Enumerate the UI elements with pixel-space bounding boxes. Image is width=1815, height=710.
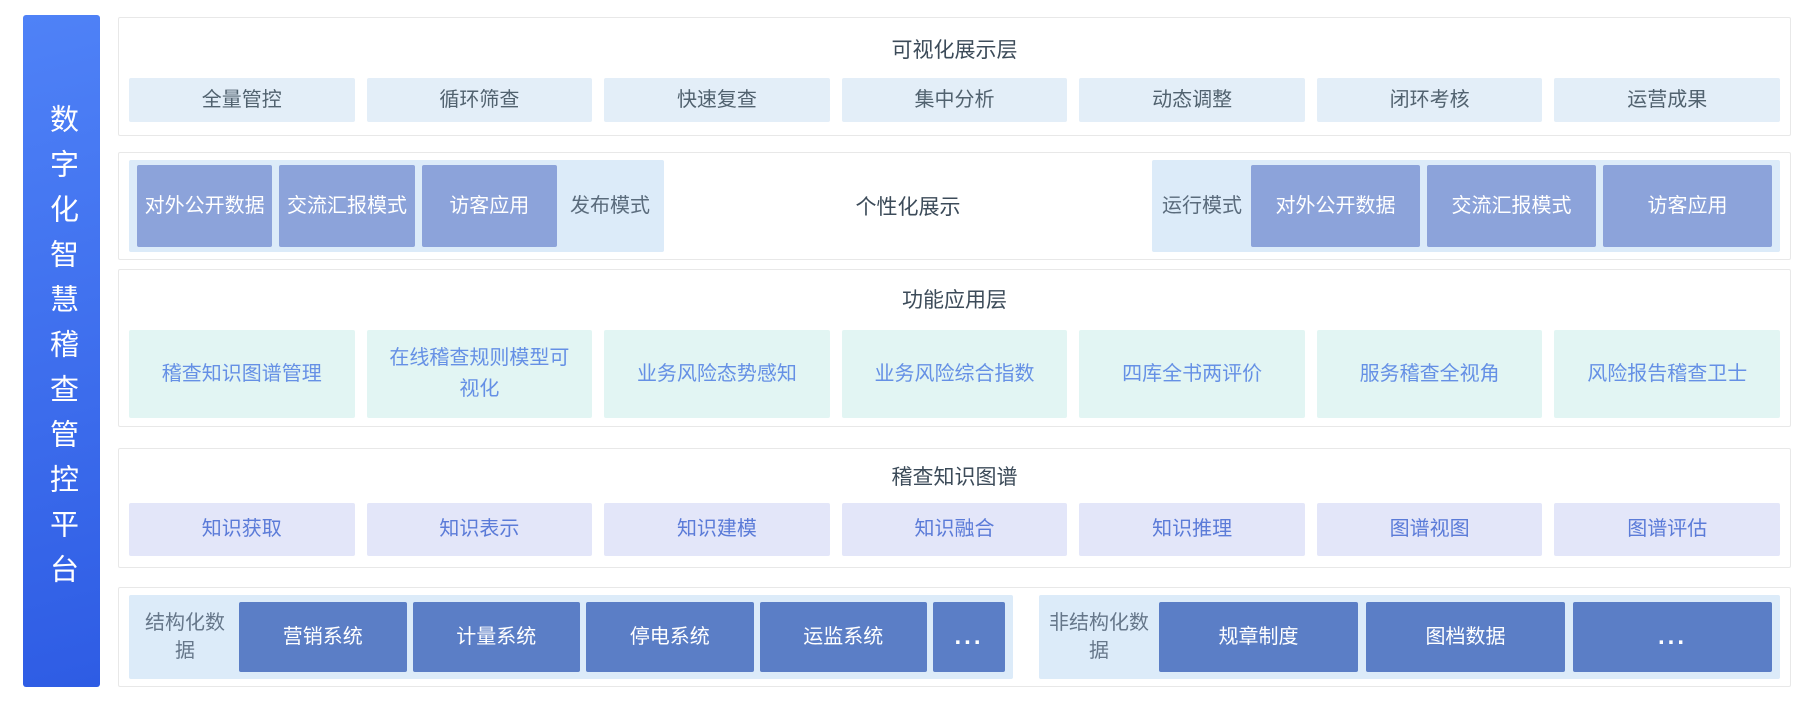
knowledge-graph-layer: 稽查知识图谱 知识获取 知识表示 知识建模 知识融合 知识推理 图谱视图 图谱评… xyxy=(118,448,1791,568)
running-mode-box: 访客应用 xyxy=(1603,165,1772,247)
unstructured-data-label: 非结构化数据 xyxy=(1049,612,1149,662)
visualization-layer-title: 可视化展示层 xyxy=(891,39,1018,62)
knowledge-item: 知识表示 xyxy=(366,503,593,556)
structured-more-box: ... xyxy=(933,602,1005,672)
viz-item: 快速复查 xyxy=(604,78,830,122)
structured-data-panel: 结构化数据 营销系统 计量系统 停电系统 运监系统 ... xyxy=(129,595,1013,679)
unstructured-data-panel: 非结构化数据 规章制度 图档数据 ... xyxy=(1039,595,1780,679)
structured-source-box: 营销系统 xyxy=(239,602,407,672)
viz-item: 集中分析 xyxy=(841,78,1068,122)
running-mode-panel: 运行模式 对外公开数据 交流汇报模式 访客应用 xyxy=(1152,160,1780,252)
structured-source-box: 计量系统 xyxy=(412,602,580,672)
visualization-layer: 可视化展示层 全量管控 循环筛查 快速复查 集中分析 动态调整 闭环考核 运营成… xyxy=(118,17,1791,136)
data-source-layer: 结构化数据 营销系统 计量系统 停电系统 运监系统 ... 非结构化数据 规章制… xyxy=(118,587,1791,687)
function-item: 业务风险态势感知 xyxy=(604,330,830,418)
knowledge-item: 知识获取 xyxy=(129,503,355,556)
running-mode-box: 对外公开数据 xyxy=(1251,165,1420,247)
function-item: 稽查知识图谱管理 xyxy=(129,330,355,418)
structured-data-label: 结构化数据 xyxy=(145,612,225,662)
knowledge-item: 图谱评估 xyxy=(1554,503,1781,556)
function-item: 四库全书两评价 xyxy=(1079,330,1305,418)
unstructured-source-box: 规章制度 xyxy=(1159,602,1358,672)
platform-title: 数字化智慧稽查管控平台 xyxy=(45,103,78,599)
running-mode-box: 交流汇报模式 xyxy=(1427,165,1596,247)
running-mode-label: 运行模式 xyxy=(1162,195,1242,217)
publish-mode-box: 交流汇报模式 xyxy=(279,165,415,247)
function-item: 业务风险综合指数 xyxy=(841,330,1068,418)
knowledge-item: 知识建模 xyxy=(604,503,830,556)
viz-item: 全量管控 xyxy=(129,78,355,122)
function-item: 风险报告稽查卫士 xyxy=(1554,330,1781,418)
personalized-display-label: 个性化展示 xyxy=(855,196,961,219)
viz-item: 闭环考核 xyxy=(1316,78,1543,122)
function-item: 服务稽查全视角 xyxy=(1316,330,1543,418)
visualization-items: 全量管控 循环筛查 快速复查 集中分析 动态调整 闭环考核 运营成果 xyxy=(119,78,1790,122)
knowledge-graph-title: 稽查知识图谱 xyxy=(891,466,1018,489)
knowledge-item: 图谱视图 xyxy=(1316,503,1543,556)
knowledge-item: 知识推理 xyxy=(1079,503,1305,556)
viz-item: 循环筛查 xyxy=(366,78,593,122)
function-item: 在线稽查规则模型可视化 xyxy=(366,330,593,418)
publish-mode-box: 对外公开数据 xyxy=(137,165,273,247)
function-layer: 功能应用层 稽查知识图谱管理 在线稽查规则模型可视化 业务风险态势感知 业务风险… xyxy=(118,269,1791,427)
viz-item: 动态调整 xyxy=(1079,78,1305,122)
knowledge-graph-items: 知识获取 知识表示 知识建模 知识融合 知识推理 图谱视图 图谱评估 xyxy=(119,503,1790,556)
publish-mode-label: 发布模式 xyxy=(569,195,650,217)
display-mode-layer: 对外公开数据 交流汇报模式 访客应用 发布模式 个性化展示 运行模式 对外公开数… xyxy=(118,152,1791,260)
structured-source-box: 停电系统 xyxy=(586,602,754,672)
publish-mode-panel: 对外公开数据 交流汇报模式 访客应用 发布模式 xyxy=(129,160,664,252)
function-layer-title: 功能应用层 xyxy=(902,289,1007,312)
unstructured-more-box: ... xyxy=(1573,602,1772,672)
platform-banner: 数字化智慧稽查管控平台 xyxy=(23,15,100,687)
unstructured-source-box: 图档数据 xyxy=(1366,602,1565,672)
function-items: 稽查知识图谱管理 在线稽查规则模型可视化 业务风险态势感知 业务风险综合指数 四… xyxy=(119,330,1790,418)
viz-item: 运营成果 xyxy=(1554,78,1781,122)
structured-source-box: 运监系统 xyxy=(759,602,927,672)
publish-mode-box: 访客应用 xyxy=(421,165,557,247)
knowledge-item: 知识融合 xyxy=(841,503,1068,556)
